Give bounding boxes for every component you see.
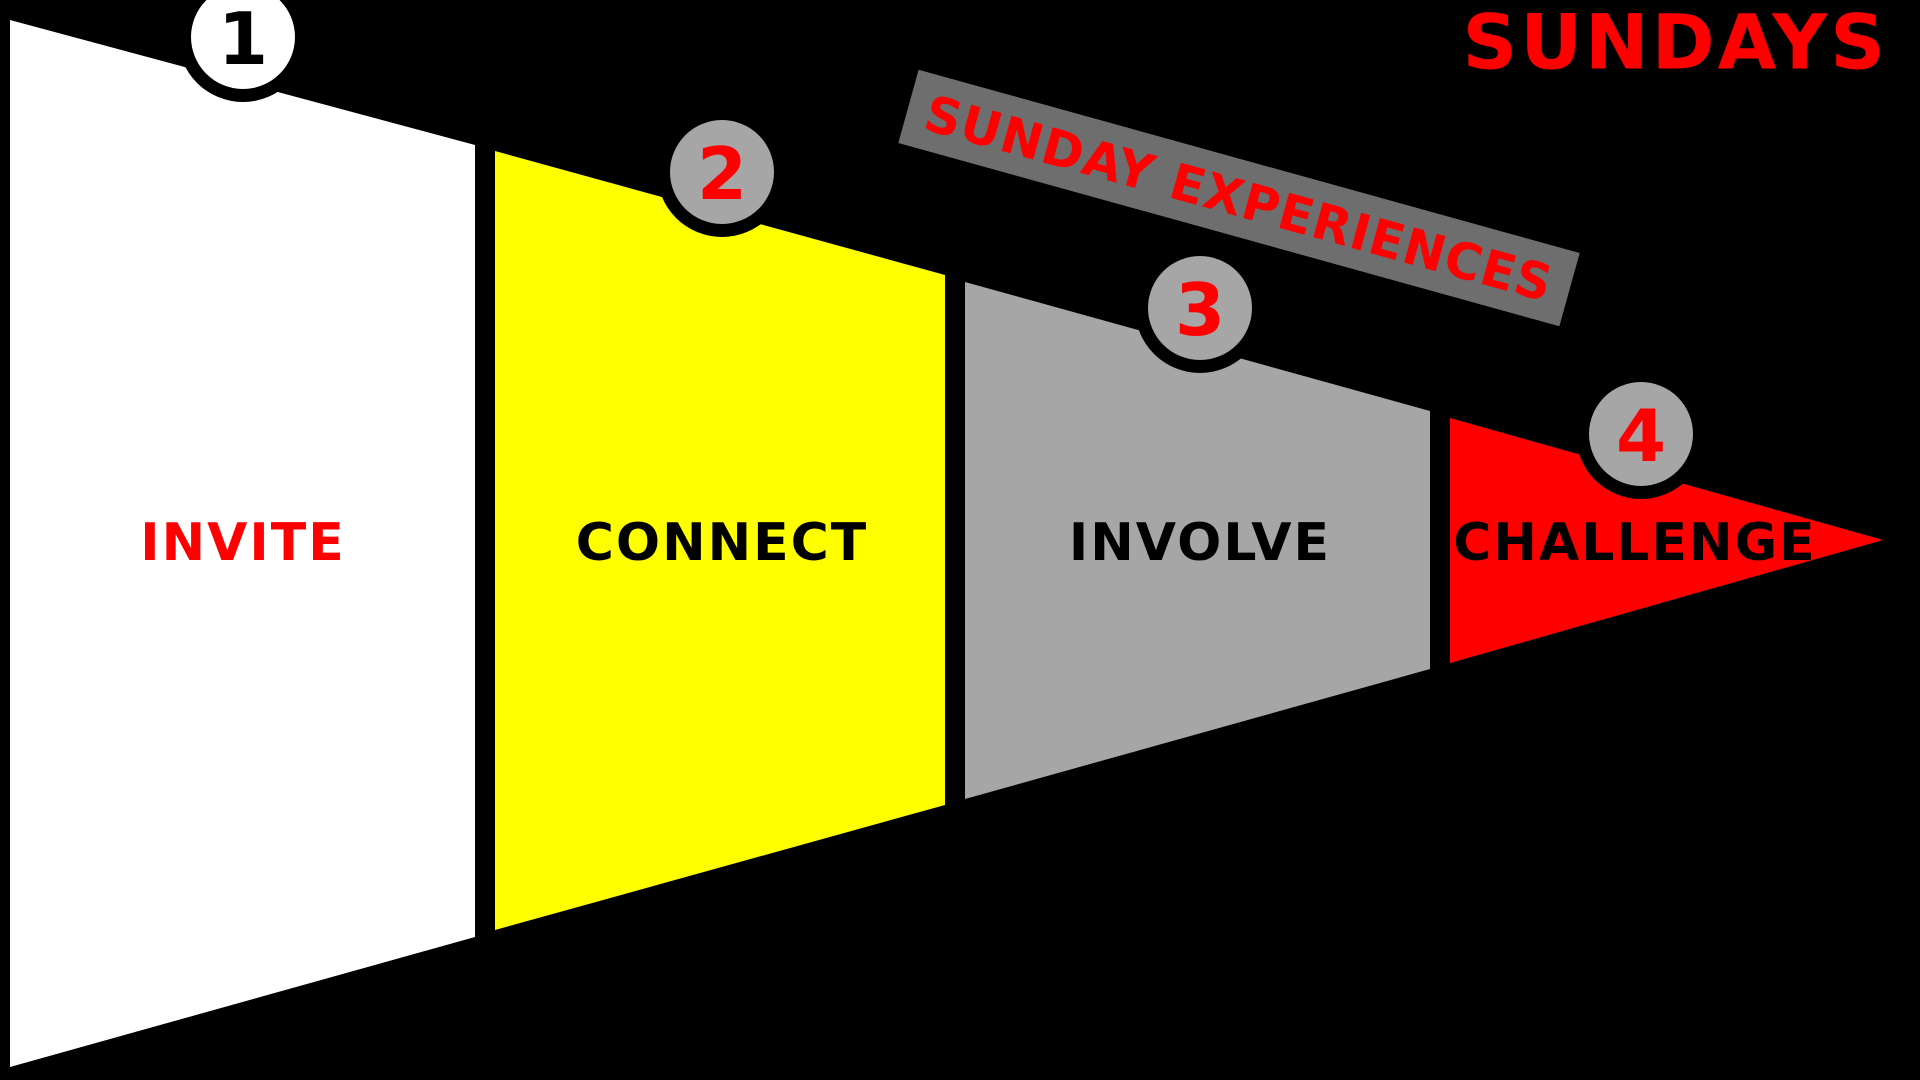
segment-challenge — [1450, 418, 1883, 663]
segment-label-connect: CONNECT — [576, 513, 869, 573]
step-badge-3: 3 — [1135, 243, 1265, 373]
segment-connect — [495, 151, 945, 930]
segment-label-invite: INVITE — [140, 513, 345, 573]
page-title: SUNDAYS — [1463, 0, 1888, 87]
segment-involve — [965, 282, 1430, 799]
step-badge-4: 4 — [1576, 369, 1706, 499]
step-number-2: 2 — [697, 132, 747, 216]
step-badge-1: 1 — [178, 0, 308, 102]
step-number-3: 3 — [1175, 268, 1225, 352]
step-badge-2: 2 — [657, 107, 787, 237]
step-number-4: 4 — [1616, 394, 1666, 478]
step-number-1: 1 — [218, 0, 268, 81]
segment-label-challenge: CHALLENGE — [1453, 513, 1816, 573]
segment-invite — [10, 20, 475, 1067]
segment-label-involve: INVOLVE — [1069, 513, 1331, 573]
